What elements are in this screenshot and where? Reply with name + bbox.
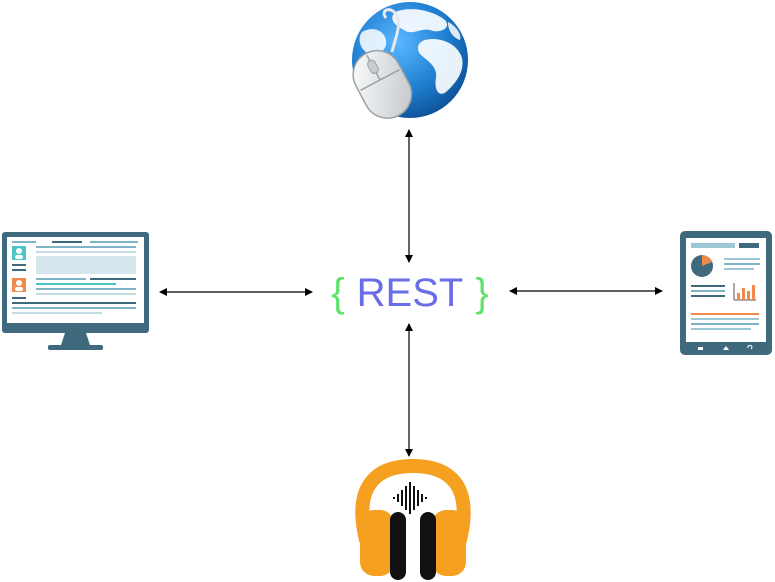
tablet-icon: [680, 231, 772, 355]
rest-label-text: REST: [356, 270, 464, 315]
globe-mouse-icon: [352, 2, 468, 119]
headphones-music-icon: [355, 458, 471, 580]
desktop-monitor-icon: [2, 232, 149, 350]
open-brace: {: [331, 270, 345, 315]
rest-center-label: { REST }: [320, 266, 500, 320]
close-brace: }: [475, 270, 489, 315]
